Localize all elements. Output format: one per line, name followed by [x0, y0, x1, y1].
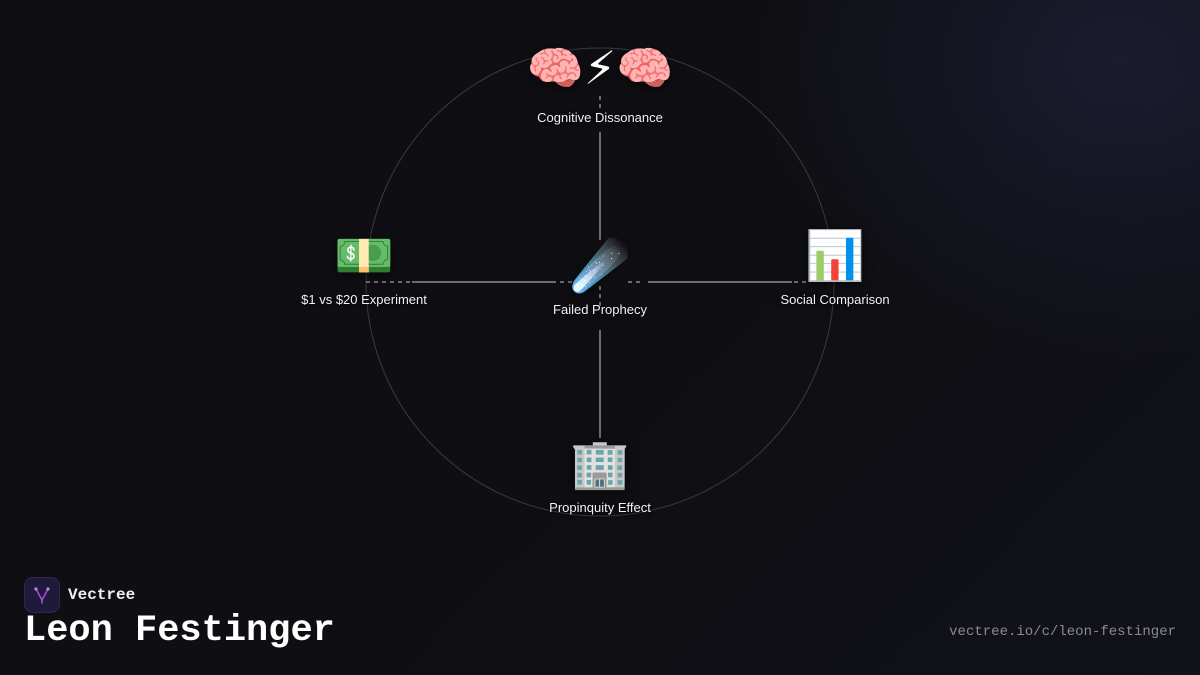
brand[interactable]: Vectree	[24, 577, 135, 613]
node-label: Propinquity Effect	[549, 500, 651, 515]
comet-icon: ☄️	[570, 238, 630, 294]
dollar-banknote-icon: 💵	[334, 228, 394, 284]
node-label: Social Comparison	[780, 292, 890, 307]
node-label: $1 vs $20 Experiment	[301, 292, 427, 307]
office-building-icon: 🏢	[570, 436, 630, 492]
node-failed-prophecy[interactable]: ☄️ Failed Prophecy	[553, 238, 647, 317]
vectree-logo-icon	[24, 577, 60, 613]
page-url[interactable]: vectree.io/c/leon-festinger	[949, 624, 1176, 640]
node-label: Cognitive Dissonance	[537, 110, 663, 125]
node-cognitive-dissonance[interactable]: 🧠⚡🧠 Cognitive Dissonance	[527, 40, 674, 125]
node-label: Failed Prophecy	[553, 302, 647, 317]
brain-lightning-brain-icon: 🧠⚡🧠	[526, 41, 674, 95]
brand-name: Vectree	[68, 586, 136, 604]
node-dollar-experiment[interactable]: 💵 $1 vs $20 Experiment	[301, 228, 427, 307]
bar-chart-icon: 📊	[805, 228, 865, 284]
node-propinquity-effect[interactable]: 🏢 Propinquity Effect	[549, 436, 651, 515]
page-title: Leon Festinger	[24, 610, 335, 652]
node-social-comparison[interactable]: 📊 Social Comparison	[780, 228, 889, 307]
